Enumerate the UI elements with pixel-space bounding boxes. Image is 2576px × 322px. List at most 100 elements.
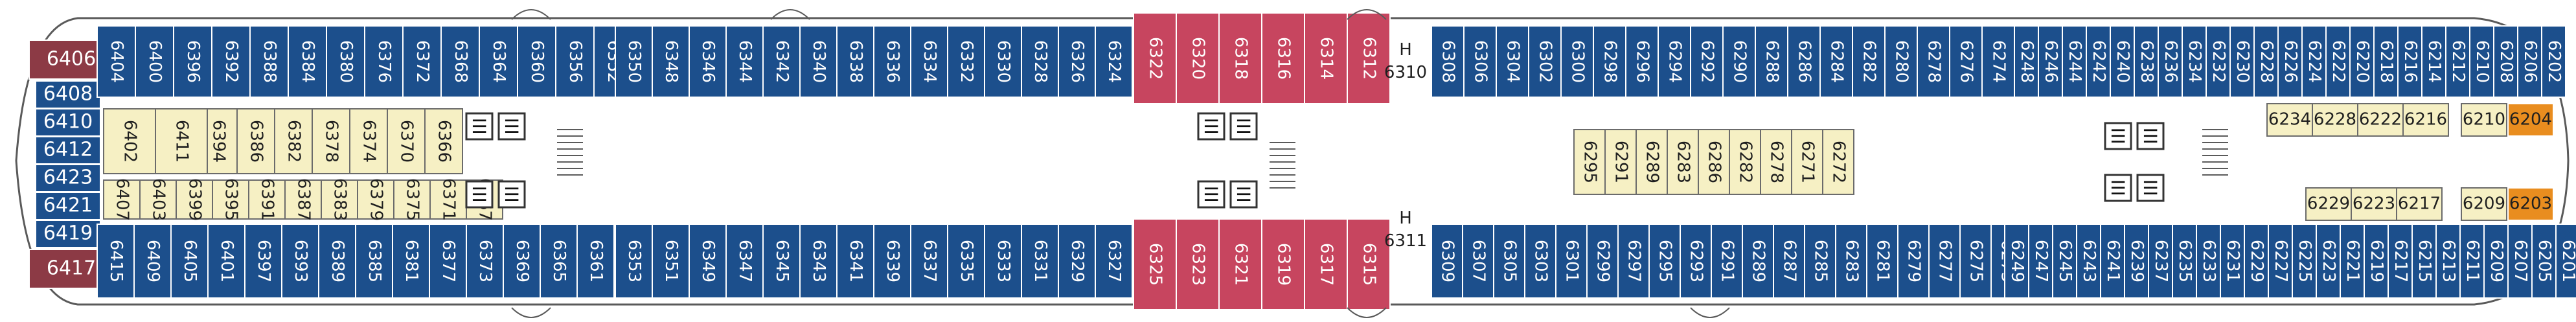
cabin-6291[interactable]: 6291 bbox=[1711, 224, 1743, 299]
cabin-6201[interactable]: 6201 bbox=[2555, 224, 2576, 299]
cabin-6385[interactable]: 6385 bbox=[355, 224, 393, 299]
cabin-6317[interactable]: 6317 bbox=[1304, 218, 1348, 310]
cabin-6377[interactable]: 6377 bbox=[429, 224, 467, 299]
cabin-6283[interactable]: 6283 bbox=[1667, 129, 1699, 195]
cabin-6284[interactable]: 6284 bbox=[1819, 25, 1853, 98]
cabin-6210[interactable]: 6210 bbox=[2461, 103, 2507, 137]
cabin-6228[interactable]: 6228 bbox=[2312, 103, 2358, 137]
cabin-6397[interactable]: 6397 bbox=[244, 224, 282, 299]
cabin-6351[interactable]: 6351 bbox=[652, 224, 690, 299]
cabin-6239[interactable]: 6239 bbox=[2124, 224, 2149, 299]
cabin-6234[interactable]: 6234 bbox=[2266, 103, 2313, 137]
cabin-6423[interactable]: 6423 bbox=[35, 164, 101, 192]
cabin-6332[interactable]: 6332 bbox=[947, 25, 985, 98]
cabin-6415[interactable]: 6415 bbox=[97, 224, 135, 299]
cabin-6366[interactable]: 6366 bbox=[424, 108, 463, 174]
cabin-6361[interactable]: 6361 bbox=[576, 224, 615, 299]
cabin-6225[interactable]: 6225 bbox=[2292, 224, 2317, 299]
cabin-6339[interactable]: 6339 bbox=[873, 224, 911, 299]
cabin-6349[interactable]: 6349 bbox=[689, 224, 727, 299]
cabin-6382[interactable]: 6382 bbox=[274, 108, 313, 174]
cabin-6281[interactable]: 6281 bbox=[1866, 224, 1898, 299]
cabin-6387[interactable]: 6387 bbox=[284, 178, 322, 221]
cabin-6278[interactable]: 6278 bbox=[1917, 25, 1950, 98]
cabin-6369[interactable]: 6369 bbox=[503, 224, 541, 299]
cabin-6222[interactable]: 6222 bbox=[2325, 25, 2351, 98]
cabin-6356[interactable]: 6356 bbox=[555, 25, 595, 98]
cabin-6319[interactable]: 6319 bbox=[1261, 218, 1305, 310]
cabin-6279[interactable]: 6279 bbox=[1897, 224, 1930, 299]
cabin-6342[interactable]: 6342 bbox=[762, 25, 801, 98]
cabin-6345[interactable]: 6345 bbox=[762, 224, 801, 299]
cabin-6401[interactable]: 6401 bbox=[207, 224, 245, 299]
cabin-6343[interactable]: 6343 bbox=[799, 224, 838, 299]
cabin-6348[interactable]: 6348 bbox=[652, 25, 690, 98]
cabin-6322[interactable]: 6322 bbox=[1133, 12, 1177, 104]
cabin-6308[interactable]: 6308 bbox=[1431, 25, 1465, 98]
cabin-6350[interactable]: 6350 bbox=[615, 25, 653, 98]
cabin-6407[interactable]: 6407 bbox=[103, 178, 141, 221]
cabin-6209[interactable]: 6209 bbox=[2483, 224, 2509, 299]
cabin-6302[interactable]: 6302 bbox=[1528, 25, 1562, 98]
cabin-6340[interactable]: 6340 bbox=[799, 25, 838, 98]
cabin-6274[interactable]: 6274 bbox=[1981, 25, 2015, 98]
cabin-6237[interactable]: 6237 bbox=[2148, 224, 2173, 299]
cabin-6217[interactable]: 6217 bbox=[2396, 187, 2443, 221]
cabin-6213[interactable]: 6213 bbox=[2435, 224, 2461, 299]
cabin-6280[interactable]: 6280 bbox=[1884, 25, 1918, 98]
cabin-6368[interactable]: 6368 bbox=[440, 25, 480, 98]
cabin-6248[interactable]: 6248 bbox=[2014, 25, 2039, 98]
cabin-6331[interactable]: 6331 bbox=[1021, 224, 1059, 299]
cabin-6286[interactable]: 6286 bbox=[1698, 129, 1730, 195]
cabin-6226[interactable]: 6226 bbox=[2277, 25, 2303, 98]
cabin-6391[interactable]: 6391 bbox=[248, 178, 286, 221]
cabin-6318[interactable]: 6318 bbox=[1218, 12, 1262, 104]
cabin-6215[interactable]: 6215 bbox=[2411, 224, 2437, 299]
cabin-6309[interactable]: 6309 bbox=[1431, 224, 1463, 299]
cabin-6301[interactable]: 6301 bbox=[1555, 224, 1588, 299]
cabin-6229[interactable]: 6229 bbox=[2244, 224, 2269, 299]
cabin-6378[interactable]: 6378 bbox=[312, 108, 350, 174]
cabin-6305[interactable]: 6305 bbox=[1493, 224, 1525, 299]
cabin-6249[interactable]: 6249 bbox=[2004, 224, 2029, 299]
cabin-6216[interactable]: 6216 bbox=[2402, 103, 2449, 137]
cabin-6246[interactable]: 6246 bbox=[2038, 25, 2063, 98]
cabin-6231[interactable]: 6231 bbox=[2220, 224, 2245, 299]
cabin-6297[interactable]: 6297 bbox=[1617, 224, 1650, 299]
cabin-6344[interactable]: 6344 bbox=[725, 25, 764, 98]
cabin-6341[interactable]: 6341 bbox=[836, 224, 874, 299]
cabin-6408[interactable]: 6408 bbox=[35, 80, 101, 109]
cabin-6315[interactable]: 6315 bbox=[1347, 218, 1391, 310]
cabin-6328[interactable]: 6328 bbox=[1021, 25, 1059, 98]
cabin-6320[interactable]: 6320 bbox=[1176, 12, 1220, 104]
cabin-6338[interactable]: 6338 bbox=[836, 25, 874, 98]
cabin-6374[interactable]: 6374 bbox=[349, 108, 388, 174]
cabin-6285[interactable]: 6285 bbox=[1804, 224, 1836, 299]
cabin-6212[interactable]: 6212 bbox=[2445, 25, 2470, 98]
cabin-6290[interactable]: 6290 bbox=[1722, 25, 1756, 98]
cabin-6375[interactable]: 6375 bbox=[393, 178, 431, 221]
cabin-6384[interactable]: 6384 bbox=[288, 25, 327, 98]
cabin-6241[interactable]: 6241 bbox=[2100, 224, 2125, 299]
cabin-6223[interactable]: 6223 bbox=[2351, 187, 2397, 221]
cabin-6208[interactable]: 6208 bbox=[2493, 25, 2518, 98]
cabin-6210[interactable]: 6210 bbox=[2469, 25, 2494, 98]
cabin-6335[interactable]: 6335 bbox=[947, 224, 985, 299]
cabin-6412[interactable]: 6412 bbox=[35, 136, 101, 165]
cabin-6399[interactable]: 6399 bbox=[176, 178, 213, 221]
cabin-6205[interactable]: 6205 bbox=[2531, 224, 2557, 299]
cabin-6337[interactable]: 6337 bbox=[910, 224, 948, 299]
cabin-6233[interactable]: 6233 bbox=[2196, 224, 2221, 299]
cabin-6353[interactable]: 6353 bbox=[615, 224, 653, 299]
cabin-6306[interactable]: 6306 bbox=[1463, 25, 1497, 98]
cabin-6386[interactable]: 6386 bbox=[236, 108, 275, 174]
cabin-6211[interactable]: 6211 bbox=[2459, 224, 2485, 299]
cabin-6287[interactable]: 6287 bbox=[1773, 224, 1805, 299]
cabin-6364[interactable]: 6364 bbox=[479, 25, 518, 98]
cabin-6334[interactable]: 6334 bbox=[910, 25, 948, 98]
cabin-6347[interactable]: 6347 bbox=[725, 224, 764, 299]
cabin-6224[interactable]: 6224 bbox=[2301, 25, 2327, 98]
cabin-6289[interactable]: 6289 bbox=[1636, 129, 1668, 195]
cabin-6292[interactable]: 6292 bbox=[1690, 25, 1724, 98]
cabin-6202[interactable]: 6202 bbox=[2541, 25, 2566, 98]
